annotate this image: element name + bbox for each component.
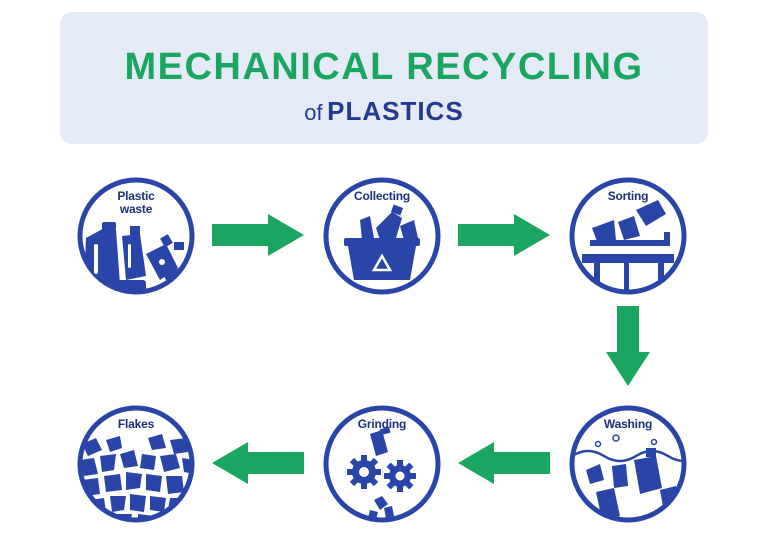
step-label-line: Grinding xyxy=(357,417,407,431)
subtitle-plastics: PLASTICS xyxy=(327,96,464,126)
step-label: Sorting xyxy=(588,190,668,203)
page-subtitle: of PLASTICS xyxy=(60,98,708,124)
step-sorting: Sorting xyxy=(568,176,688,296)
washing-bottles-icon xyxy=(569,405,687,523)
step-label-line: waste xyxy=(119,202,153,216)
step-flakes: Flakes xyxy=(76,404,196,524)
step-label: Washing xyxy=(588,418,668,431)
step-label-line: Flakes xyxy=(117,417,155,431)
arrow-left-icon xyxy=(458,442,550,484)
step-label-line: Washing xyxy=(603,417,653,431)
step-label-line: Sorting xyxy=(607,189,649,203)
step-label: Grinding xyxy=(342,418,422,431)
arrow-left-icon xyxy=(212,442,304,484)
plastic-waste-icon xyxy=(77,177,195,295)
flakes-icon xyxy=(77,405,195,523)
step-label: Plastic waste xyxy=(96,190,176,216)
arrow-down-icon xyxy=(606,306,650,386)
step-label: Collecting xyxy=(342,190,422,203)
step-label-line: Plastic xyxy=(117,189,155,203)
page-title: MECHANICAL RECYCLING xyxy=(124,46,644,88)
step-label-line: Collecting xyxy=(353,189,410,203)
step-collecting: Collecting xyxy=(322,176,442,296)
step-plastic-waste: Plastic waste xyxy=(76,176,196,296)
subtitle-of: of xyxy=(304,100,323,125)
grinding-gears-icon xyxy=(323,405,441,523)
sorting-table-icon xyxy=(569,177,687,295)
arrow-right-icon xyxy=(458,214,550,256)
step-grinding: Grinding xyxy=(322,404,442,524)
collecting-bin-icon xyxy=(323,177,441,295)
arrow-right-icon xyxy=(212,214,304,256)
step-washing: Washing xyxy=(568,404,688,524)
step-label: Flakes xyxy=(96,418,176,431)
title-banner: MECHANICAL RECYCLING of PLASTICS xyxy=(60,12,708,144)
